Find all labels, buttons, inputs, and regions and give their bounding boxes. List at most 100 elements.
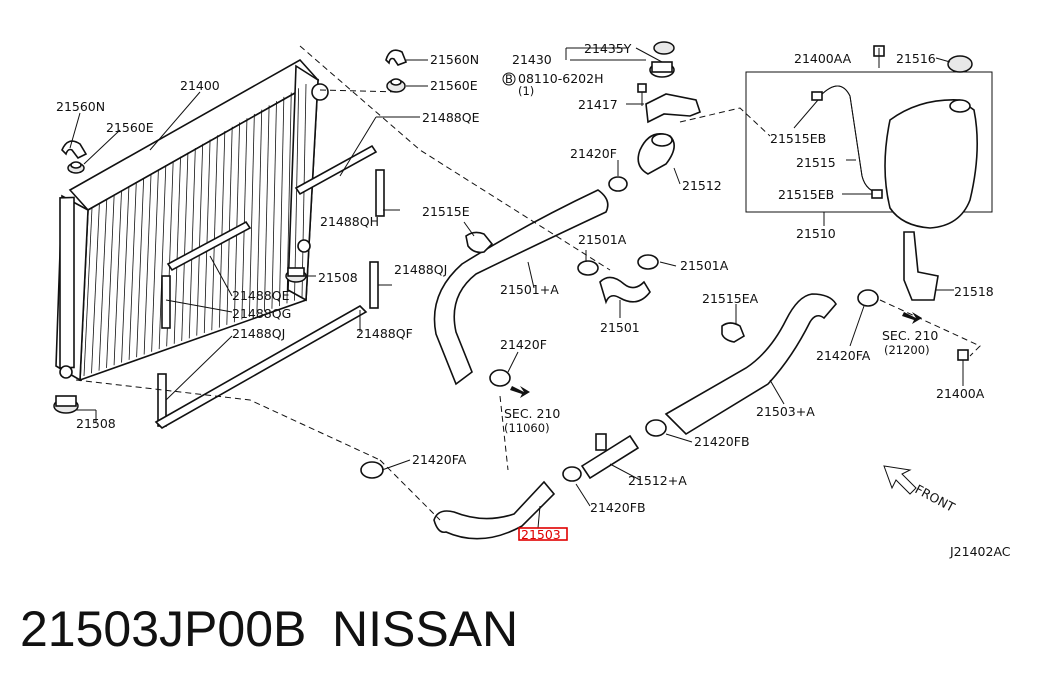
- connection-lines: [75, 45, 981, 521]
- cap-21435y[interactable]: [653, 41, 675, 55]
- bracket-21417[interactable]: [645, 93, 701, 124]
- mount-bushing-21508-mid[interactable]: [285, 267, 307, 283]
- label-21488qh: 21488QH: [320, 214, 379, 229]
- label-21515eb-bottom: 21515EB: [778, 187, 834, 202]
- seal-strip-21488qe-top[interactable]: [294, 144, 378, 196]
- label-21518: 21518: [954, 284, 994, 299]
- radiator-fin: [294, 88, 300, 301]
- radiator-fin: [121, 186, 130, 363]
- radiator-fin: [233, 122, 240, 323]
- label-21501-plus-a: 21501+A: [500, 282, 559, 297]
- label-08110: 08110-6202H: [518, 71, 604, 86]
- diagram-code: J21402AC: [949, 544, 1011, 559]
- label-08110-qty: (1): [518, 84, 534, 98]
- clamp-21420fb-top[interactable]: [645, 419, 667, 437]
- label-21488qj-right: 21488QJ: [394, 262, 447, 277]
- radiator-fin: [143, 173, 152, 355]
- radiator-fin: [211, 135, 218, 331]
- clamp-21420fa-left[interactable]: [360, 461, 384, 479]
- radiator-fin: [218, 131, 226, 328]
- part-number-title: 21503JP00B: [20, 601, 306, 657]
- clamp-21515ea[interactable]: [721, 322, 745, 343]
- radiator-fin: [136, 178, 145, 358]
- bushing-21560e-left[interactable]: [67, 161, 85, 174]
- leader-lines: [69, 47, 964, 529]
- label-21516: 21516: [896, 51, 936, 66]
- label-21515eb-top: 21515EB: [770, 131, 826, 146]
- radiator-fin: [226, 126, 233, 325]
- front-direction-indicator: FRONT: [883, 465, 958, 515]
- highlight-21503-box: [518, 527, 568, 541]
- lower-hose-21503-plus-a[interactable]: [664, 293, 837, 436]
- label-21512: 21512: [682, 178, 722, 193]
- label-sec-210-left-ref: (11060): [504, 421, 550, 435]
- radiator-fin: [279, 96, 285, 307]
- upper-hose-21501-plus-a[interactable]: [433, 189, 609, 386]
- label-21501a-right: 21501A: [680, 258, 729, 273]
- radiator-fin: [98, 199, 108, 371]
- small-hose-21501[interactable]: [599, 276, 651, 305]
- label-21560n-left: 21560N: [56, 99, 105, 114]
- clamp-21501a-left[interactable]: [577, 260, 599, 276]
- label-sec-210-right: SEC. 210: [882, 328, 938, 343]
- seal-strip-21488qg[interactable]: [161, 275, 171, 329]
- seal-strip-21488qh[interactable]: [375, 169, 385, 217]
- radiator-core[interactable]: [55, 58, 329, 382]
- label-21420fb-top: 21420FB: [694, 434, 750, 449]
- mount-bushing-21508-bottom[interactable]: [53, 395, 79, 414]
- clip-21560n-top[interactable]: [385, 49, 408, 66]
- brand-title: NISSAN: [332, 601, 518, 657]
- bolt-08110[interactable]: [637, 83, 647, 106]
- reservoir-hose-21515[interactable]: [819, 85, 883, 195]
- clamp-21420f-bottom[interactable]: [489, 369, 511, 387]
- label-21400a: 21400A: [936, 386, 985, 401]
- label-21488qf: 21488QF: [356, 326, 413, 341]
- label-21515: 21515: [796, 155, 836, 170]
- label-21560e-left: 21560E: [106, 120, 154, 135]
- seal-strip-21488qe-mid[interactable]: [166, 220, 252, 272]
- radiator-fin: [113, 190, 122, 366]
- label-21400aa: 21400AA: [794, 51, 852, 66]
- label-21430: 21430: [512, 52, 552, 67]
- label-21560e-top: 21560E: [430, 78, 478, 93]
- pipe-21512-plus-a[interactable]: [580, 433, 640, 480]
- bolt-21400a[interactable]: [957, 349, 969, 372]
- water-outlet-21430[interactable]: [649, 61, 675, 78]
- sec-210-left-arrow: [510, 386, 530, 398]
- label-sec-210-left: SEC. 210: [504, 406, 560, 421]
- label-21488qj-left: 21488QJ: [232, 326, 285, 341]
- radiator-fin: [91, 203, 100, 374]
- bushing-21560e-top[interactable]: [386, 78, 406, 93]
- label-21400: 21400: [180, 78, 220, 93]
- radiator-fin: [151, 169, 159, 352]
- clamp-21515eb-bottom[interactable]: [871, 189, 883, 199]
- clamp-21420f-top[interactable]: [608, 176, 628, 192]
- seal-strip-21488qj-right[interactable]: [369, 261, 379, 309]
- radiator-fin: [83, 207, 93, 377]
- label-21501a-left: 21501A: [578, 232, 627, 247]
- reservoir-tank[interactable]: [884, 99, 978, 229]
- clamp-21420fa-right[interactable]: [857, 289, 879, 307]
- lower-hose-21503[interactable]: [433, 480, 556, 540]
- label-21420fa-left: 21420FA: [412, 452, 467, 467]
- label-21435y: 21435Y: [584, 41, 632, 56]
- radiator-fin: [264, 105, 270, 312]
- radiator-fin: [181, 152, 189, 342]
- clamp-21515eb-top[interactable]: [811, 91, 823, 101]
- part-labels: 21400 21560N 21560E 21560N 21560E 21488Q…: [56, 41, 994, 542]
- radiator-fin: [203, 139, 211, 333]
- seal-strip-21488qf[interactable]: [154, 305, 368, 429]
- clip-21560n-left[interactable]: [61, 140, 88, 160]
- clamp-21501a-right[interactable]: [637, 254, 659, 270]
- label-sec-210-right-ref: (21200): [884, 343, 930, 357]
- thermostat-housing-21512[interactable]: [637, 133, 675, 175]
- radiator-fin: [241, 118, 248, 320]
- label-21515ea: 21515EA: [702, 291, 759, 306]
- label-21510: 21510: [796, 226, 836, 241]
- clamp-21420fb-bottom[interactable]: [562, 466, 582, 482]
- reservoir-cap-21516[interactable]: [947, 55, 973, 73]
- radiator-fin: [248, 113, 255, 317]
- label-21501: 21501: [600, 320, 640, 335]
- bracket-21518[interactable]: [903, 231, 939, 301]
